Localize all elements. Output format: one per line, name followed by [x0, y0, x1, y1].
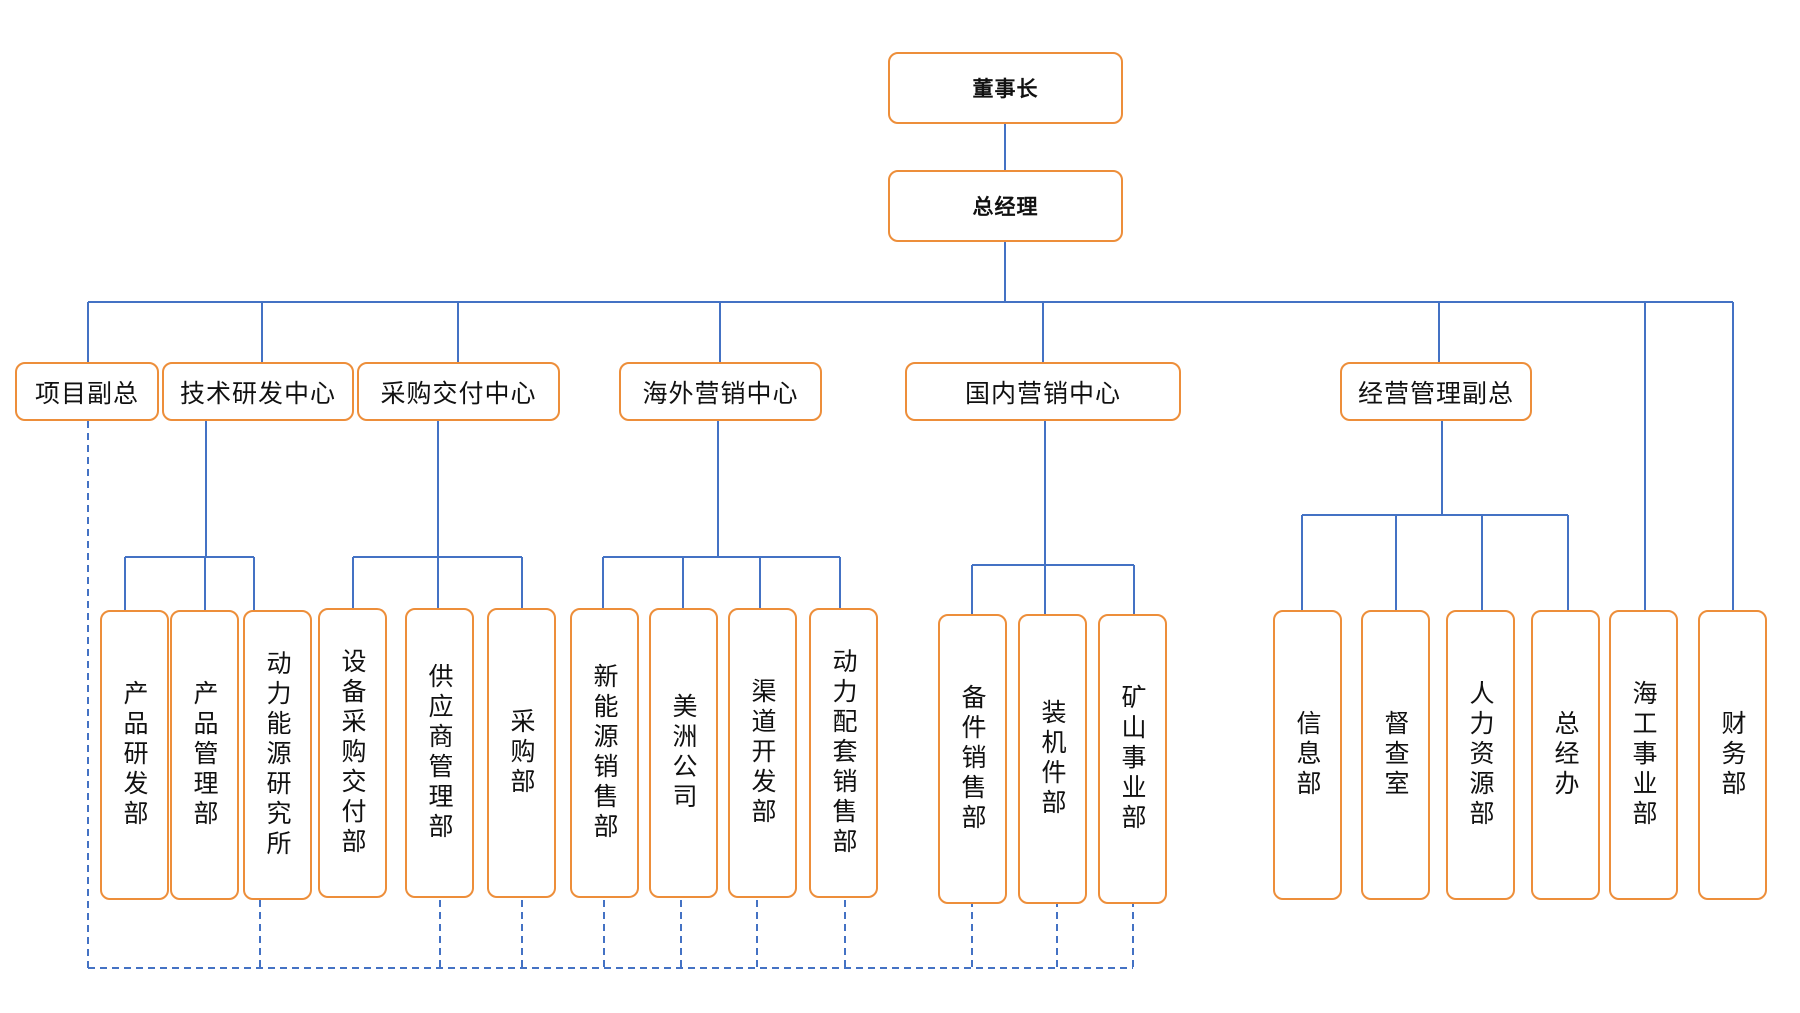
- node-powerkit: 动力配套销售部: [809, 608, 878, 898]
- node-chairman-label: 董事长: [972, 77, 1039, 101]
- node-overseas-center-label: 海外营销中心: [642, 378, 799, 408]
- node-gm-office-label: 总经办: [1551, 710, 1580, 800]
- node-tech-center-label: 技术研发中心: [179, 378, 336, 408]
- node-powerkit-label: 动力配套销售部: [829, 648, 858, 858]
- node-finance-label: 财务部: [1718, 710, 1747, 800]
- node-prod-mgmt: 产品管理部: [170, 610, 239, 900]
- node-hr-label: 人力资源部: [1466, 680, 1495, 830]
- node-purchase-dept-label: 采购部: [507, 708, 536, 798]
- node-proj-vp-label: 项目副总: [34, 378, 139, 408]
- node-bizmgmt-vp-label: 经营管理副总: [1357, 378, 1514, 408]
- node-tech-center: 技术研发中心: [162, 362, 354, 421]
- node-chairman: 董事长: [888, 52, 1123, 124]
- node-spare-label: 备件销售部: [958, 684, 987, 834]
- node-newenergy: 新能源销售部: [570, 608, 639, 898]
- node-prod-dev-label: 产品研发部: [120, 680, 149, 830]
- node-machine: 装机件部: [1018, 614, 1087, 904]
- node-supplier-label: 供应商管理部: [425, 663, 454, 843]
- node-info: 信息部: [1273, 610, 1342, 900]
- node-purchase-dept: 采购部: [487, 608, 556, 898]
- node-supervise: 督查室: [1361, 610, 1430, 900]
- node-prod-dev: 产品研发部: [100, 610, 169, 900]
- node-gm-office: 总经办: [1531, 610, 1600, 900]
- node-purchase-center: 采购交付中心: [357, 362, 560, 421]
- node-power-inst: 动力能源研究所: [243, 610, 312, 900]
- node-marine-label: 海工事业部: [1629, 680, 1658, 830]
- node-supplier: 供应商管理部: [405, 608, 474, 898]
- node-equip: 设备采购交付部: [318, 608, 387, 898]
- node-mining-label: 矿山事业部: [1118, 684, 1147, 834]
- node-prod-mgmt-label: 产品管理部: [190, 680, 219, 830]
- node-marine: 海工事业部: [1609, 610, 1678, 900]
- node-info-label: 信息部: [1293, 710, 1322, 800]
- node-equip-label: 设备采购交付部: [338, 648, 367, 858]
- node-proj-vp: 项目副总: [15, 362, 159, 421]
- node-hr: 人力资源部: [1446, 610, 1515, 900]
- node-americas: 美洲公司: [649, 608, 718, 898]
- node-power-inst-label: 动力能源研究所: [263, 650, 292, 860]
- node-channel: 渠道开发部: [728, 608, 797, 898]
- node-machine-label: 装机件部: [1038, 699, 1067, 819]
- node-channel-label: 渠道开发部: [748, 678, 777, 828]
- node-domestic-center-label: 国内营销中心: [964, 378, 1121, 408]
- node-spare: 备件销售部: [938, 614, 1007, 904]
- node-overseas-center: 海外营销中心: [619, 362, 822, 421]
- node-gm-label: 总经理: [972, 195, 1039, 219]
- node-supervise-label: 督查室: [1381, 710, 1410, 800]
- node-finance: 财务部: [1698, 610, 1767, 900]
- node-bizmgmt-vp: 经营管理副总: [1340, 362, 1532, 421]
- node-domestic-center: 国内营销中心: [905, 362, 1181, 421]
- node-gm: 总经理: [888, 170, 1123, 242]
- node-americas-label: 美洲公司: [669, 693, 698, 813]
- node-newenergy-label: 新能源销售部: [590, 663, 619, 843]
- node-purchase-center-label: 采购交付中心: [380, 378, 537, 408]
- node-mining: 矿山事业部: [1098, 614, 1167, 904]
